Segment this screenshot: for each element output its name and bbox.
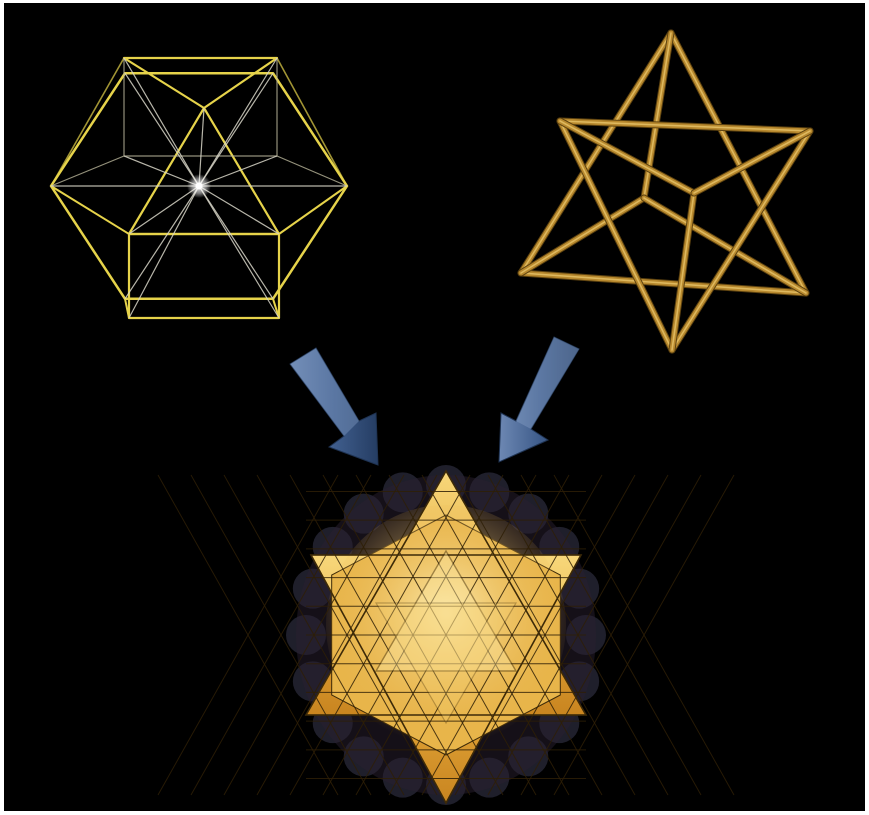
sacred-geometry-scene: [4, 3, 865, 811]
vector-equilibrium-icon: [51, 58, 347, 318]
star-tetrahedron-icon: [521, 33, 810, 350]
sixty-four-tetrahedron-grid-icon: [158, 443, 734, 811]
image-canvas: [4, 3, 865, 811]
